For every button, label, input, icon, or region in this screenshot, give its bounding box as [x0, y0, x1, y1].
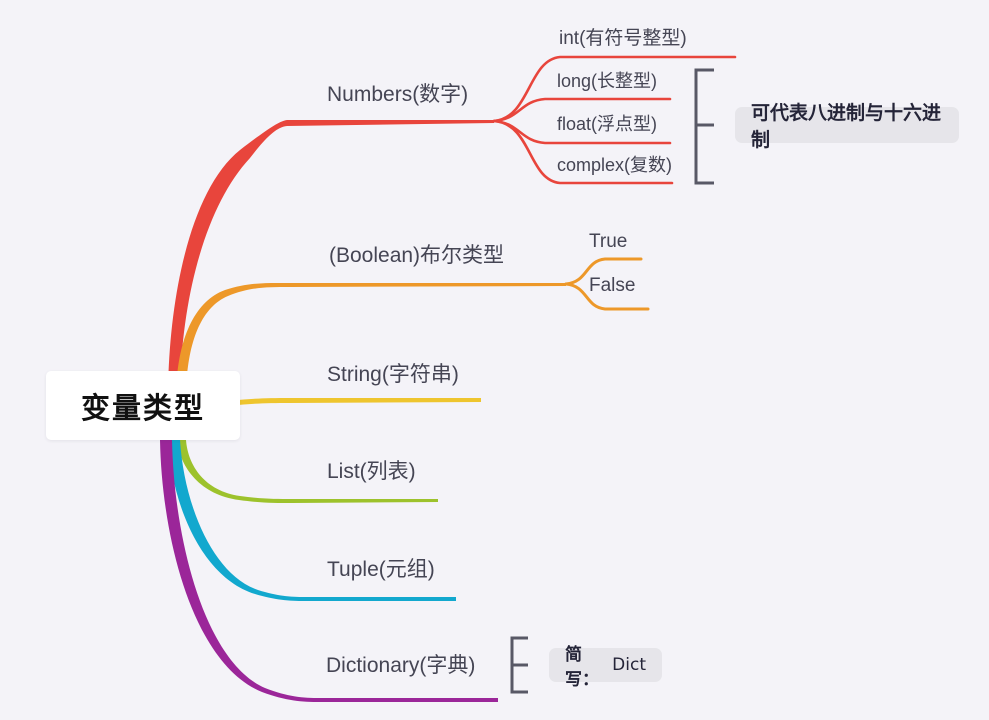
- root-node[interactable]: 变量类型: [46, 371, 240, 440]
- note-box-dictionary-value: Dict: [612, 655, 646, 675]
- node-label-long[interactable]: long(长整型): [557, 71, 658, 91]
- node-label-int[interactable]: int(有符号整型): [559, 28, 687, 49]
- node-label-list[interactable]: List(列表): [327, 460, 416, 483]
- branch-line-complex: [492, 119, 674, 185]
- branch-line-true: [564, 257, 643, 286]
- branch-line-false: [564, 282, 650, 311]
- node-label-true[interactable]: True: [589, 231, 628, 252]
- branch-line-string: [205, 398, 481, 409]
- note-box-numbers-text: 可代表八进制与十六进制: [751, 102, 942, 151]
- node-label-string[interactable]: String(字符串): [327, 363, 459, 386]
- node-label-tuple[interactable]: Tuple(元组): [327, 558, 435, 581]
- node-label-boolean[interactable]: (Boolean)布尔类型: [329, 244, 505, 267]
- node-label-float[interactable]: float(浮点型): [557, 114, 658, 134]
- node-label-complex[interactable]: complex(复数): [557, 155, 673, 175]
- node-label-false[interactable]: False: [589, 275, 636, 296]
- note-box-dictionary[interactable]: 简写： Dict: [549, 645, 662, 690]
- dictionary-bracket: [510, 636, 528, 694]
- root-node-label: 变量类型: [80, 390, 205, 425]
- branch-line-long: [492, 97, 672, 123]
- note-box-dictionary-prefix: 简写：: [565, 645, 599, 690]
- numbers-bracket: [694, 68, 714, 185]
- node-label-numbers[interactable]: Numbers(数字): [327, 83, 469, 106]
- note-box-numbers[interactable]: 可代表八进制与十六进制: [735, 102, 959, 151]
- node-label-dictionary[interactable]: Dictionary(字典): [326, 654, 476, 677]
